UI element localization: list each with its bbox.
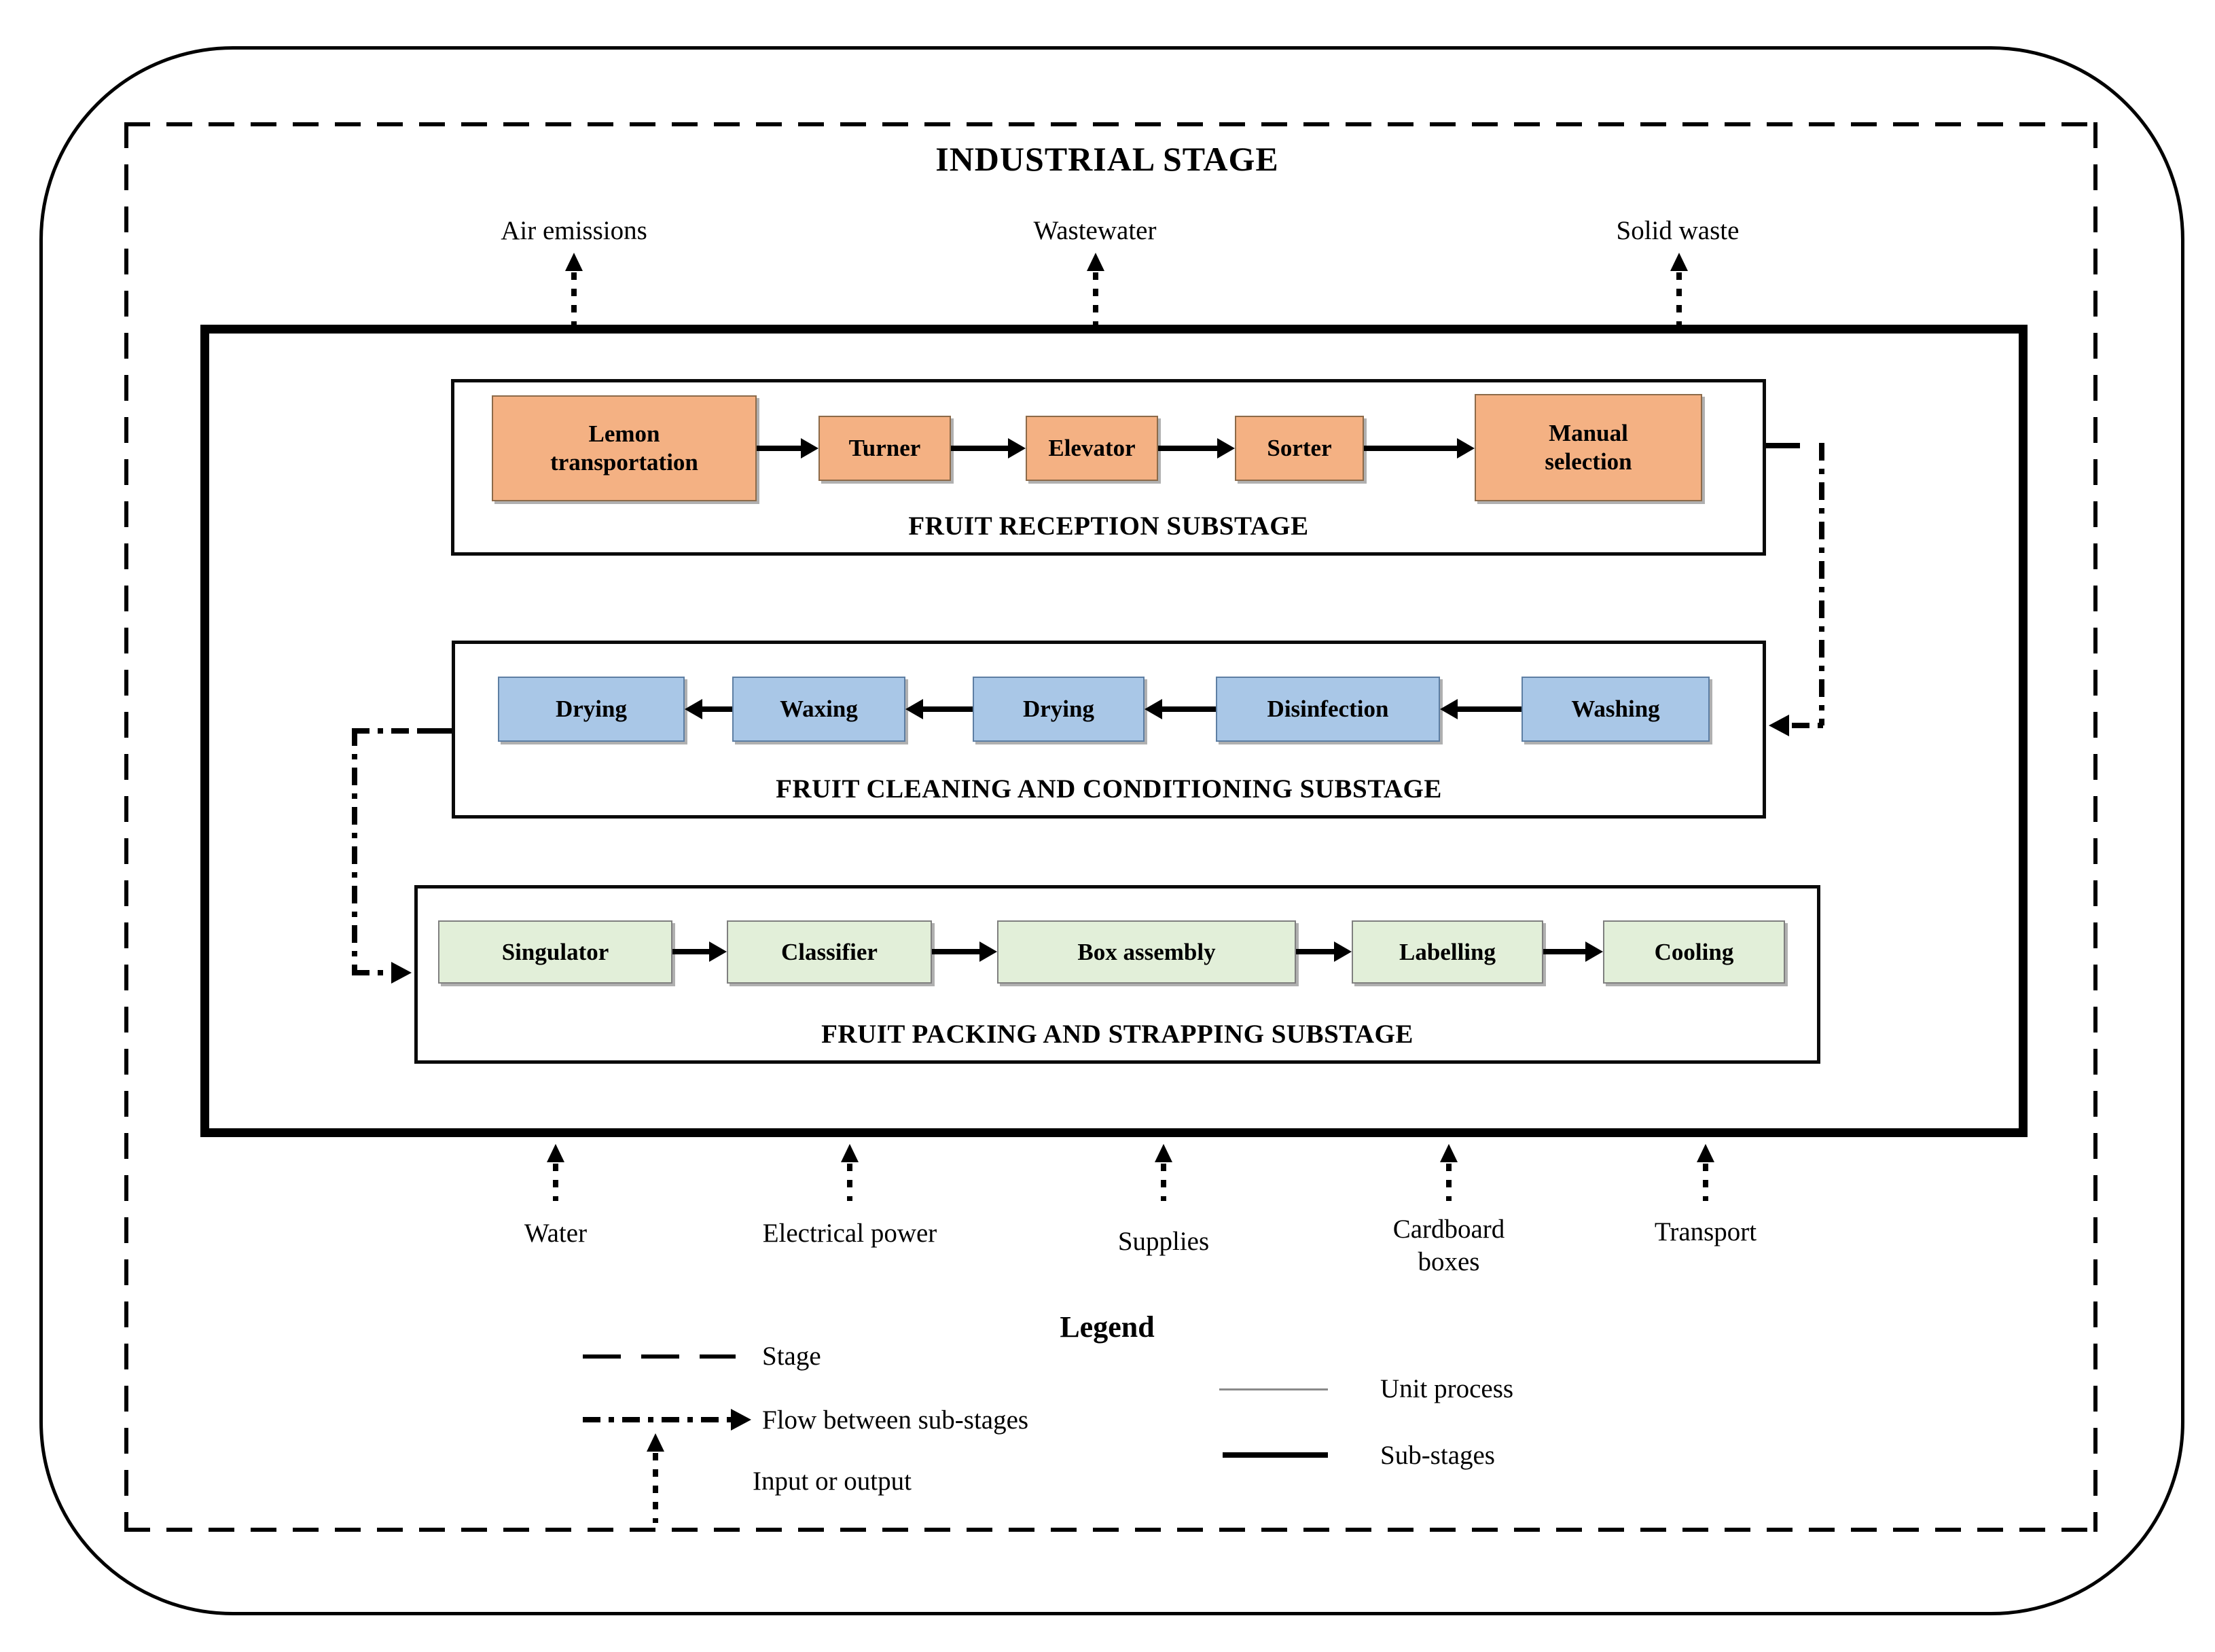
legend-substages-line-icon: [1223, 1452, 1328, 1458]
connector-cleaning-packing-horizontal-bottom: [352, 970, 391, 975]
unit-classifier: Classifier: [727, 920, 932, 984]
unit-box-assembly: Box assembly: [997, 920, 1296, 984]
substage-label: FRUIT PACKING AND STRAPPING SUBSTAGE: [821, 1020, 1413, 1049]
legend-label-flow-between-substages: Flow between sub-stages: [762, 1405, 1029, 1435]
legend-title: Legend: [1060, 1310, 1155, 1344]
output-arrow-wastewater-icon: [1087, 253, 1104, 325]
connector-reception-cleaning-horizontal: [1792, 723, 1824, 728]
input-label-electrical-power: Electrical power: [762, 1219, 937, 1248]
arrow-dotted-tail: [1676, 272, 1682, 325]
input-label-supplies: Supplies: [1117, 1227, 1210, 1256]
connector-arrow-head-icon: [1769, 715, 1789, 736]
flow-arrow-icon: [1364, 438, 1475, 459]
output-label-solid-waste: Solid waste: [1616, 216, 1740, 245]
legend-flow-arrow-icon: [583, 1407, 753, 1432]
unit-manual-selection: Manual selection: [1475, 394, 1702, 501]
substage-label: FRUIT RECEPTION SUBSTAGE: [908, 511, 1309, 541]
connector-reception-cleaning-vertical: [1819, 443, 1824, 725]
arrow-dotted-tail: [571, 272, 577, 325]
connector-cleaning-packing-vertical: [352, 728, 357, 975]
legend-label-stage: Stage: [762, 1342, 821, 1371]
legend-label-unit-process: Unit process: [1380, 1374, 1514, 1403]
arrow-head-icon: [1087, 253, 1104, 271]
flow-arrow-icon: [1440, 699, 1521, 719]
flow-arrow-icon: [932, 941, 997, 962]
unit-elevator: Elevator: [1026, 416, 1158, 481]
input-arrow-supplies-icon: [1155, 1144, 1172, 1201]
flow-arrow-icon: [1158, 438, 1235, 459]
legend-label-input-or-output: Input or output: [753, 1467, 912, 1496]
output-arrow-solid-waste-icon: [1670, 253, 1688, 325]
arrow-head-icon: [1670, 253, 1688, 271]
unit-lemon-transportation: Lemon transportation: [492, 395, 757, 501]
flow-arrow-icon: [1296, 941, 1352, 962]
flow-arrow-icon: [905, 699, 973, 719]
substage-label: FRUIT CLEANING AND CONDITIONING SUBSTAGE: [776, 774, 1442, 804]
unit-washing: Washing: [1521, 677, 1710, 742]
legend-input-output-arrow-icon: [647, 1433, 664, 1523]
stage-dashed-border: [124, 122, 2097, 1532]
unit-drying-1: Drying: [498, 677, 685, 742]
input-arrow-water-icon: [547, 1144, 564, 1201]
output-arrow-air-emissions-icon: [565, 253, 583, 325]
industrial-stage-box: [200, 325, 2028, 1137]
input-label-water: Water: [524, 1219, 588, 1248]
unit-labelling: Labelling: [1352, 920, 1543, 984]
flow-arrow-icon: [685, 699, 732, 719]
arrow-dotted-tail: [1093, 272, 1098, 325]
flow-arrow-icon: [1543, 941, 1603, 962]
unit-waxing: Waxing: [732, 677, 905, 742]
unit-singulator: Singulator: [438, 920, 672, 984]
unit-sorter: Sorter: [1235, 416, 1364, 481]
connector-cleaning-packing-horizontal-top: [352, 728, 420, 734]
arrow-head-icon: [565, 253, 583, 271]
input-arrow-electrical-power-icon: [841, 1144, 859, 1201]
output-label-air-emissions: Air emissions: [501, 216, 647, 245]
unit-drying-2: Drying: [973, 677, 1145, 742]
connector-arrow-head-icon: [391, 962, 412, 984]
flow-arrow-icon: [951, 438, 1026, 459]
connector-cleaning-packing-stub: [420, 728, 452, 734]
connector-reception-cleaning-stub: [1766, 443, 1800, 448]
flow-arrow-icon: [672, 941, 727, 962]
input-label-cardboard-boxes: Cardboard boxes: [1392, 1215, 1505, 1276]
page-title: INDUSTRIAL STAGE: [935, 140, 1279, 178]
unit-disinfection: Disinfection: [1216, 677, 1440, 742]
flow-arrow-icon: [1145, 699, 1216, 719]
flow-arrow-icon: [757, 438, 818, 459]
legend-label-substages: Sub-stages: [1380, 1441, 1495, 1470]
input-arrow-cardboard-boxes-icon: [1440, 1144, 1458, 1201]
unit-cooling: Cooling: [1603, 920, 1785, 984]
outer-rounded-border: [39, 46, 2184, 1615]
output-label-wastewater: Wastewater: [1033, 216, 1157, 245]
legend-unit-process-line-icon: [1219, 1388, 1328, 1390]
legend-stage-line-icon: [583, 1354, 736, 1359]
input-label-transport: Transport: [1654, 1217, 1757, 1246]
unit-turner: Turner: [818, 416, 951, 481]
input-arrow-transport-icon: [1697, 1144, 1714, 1201]
